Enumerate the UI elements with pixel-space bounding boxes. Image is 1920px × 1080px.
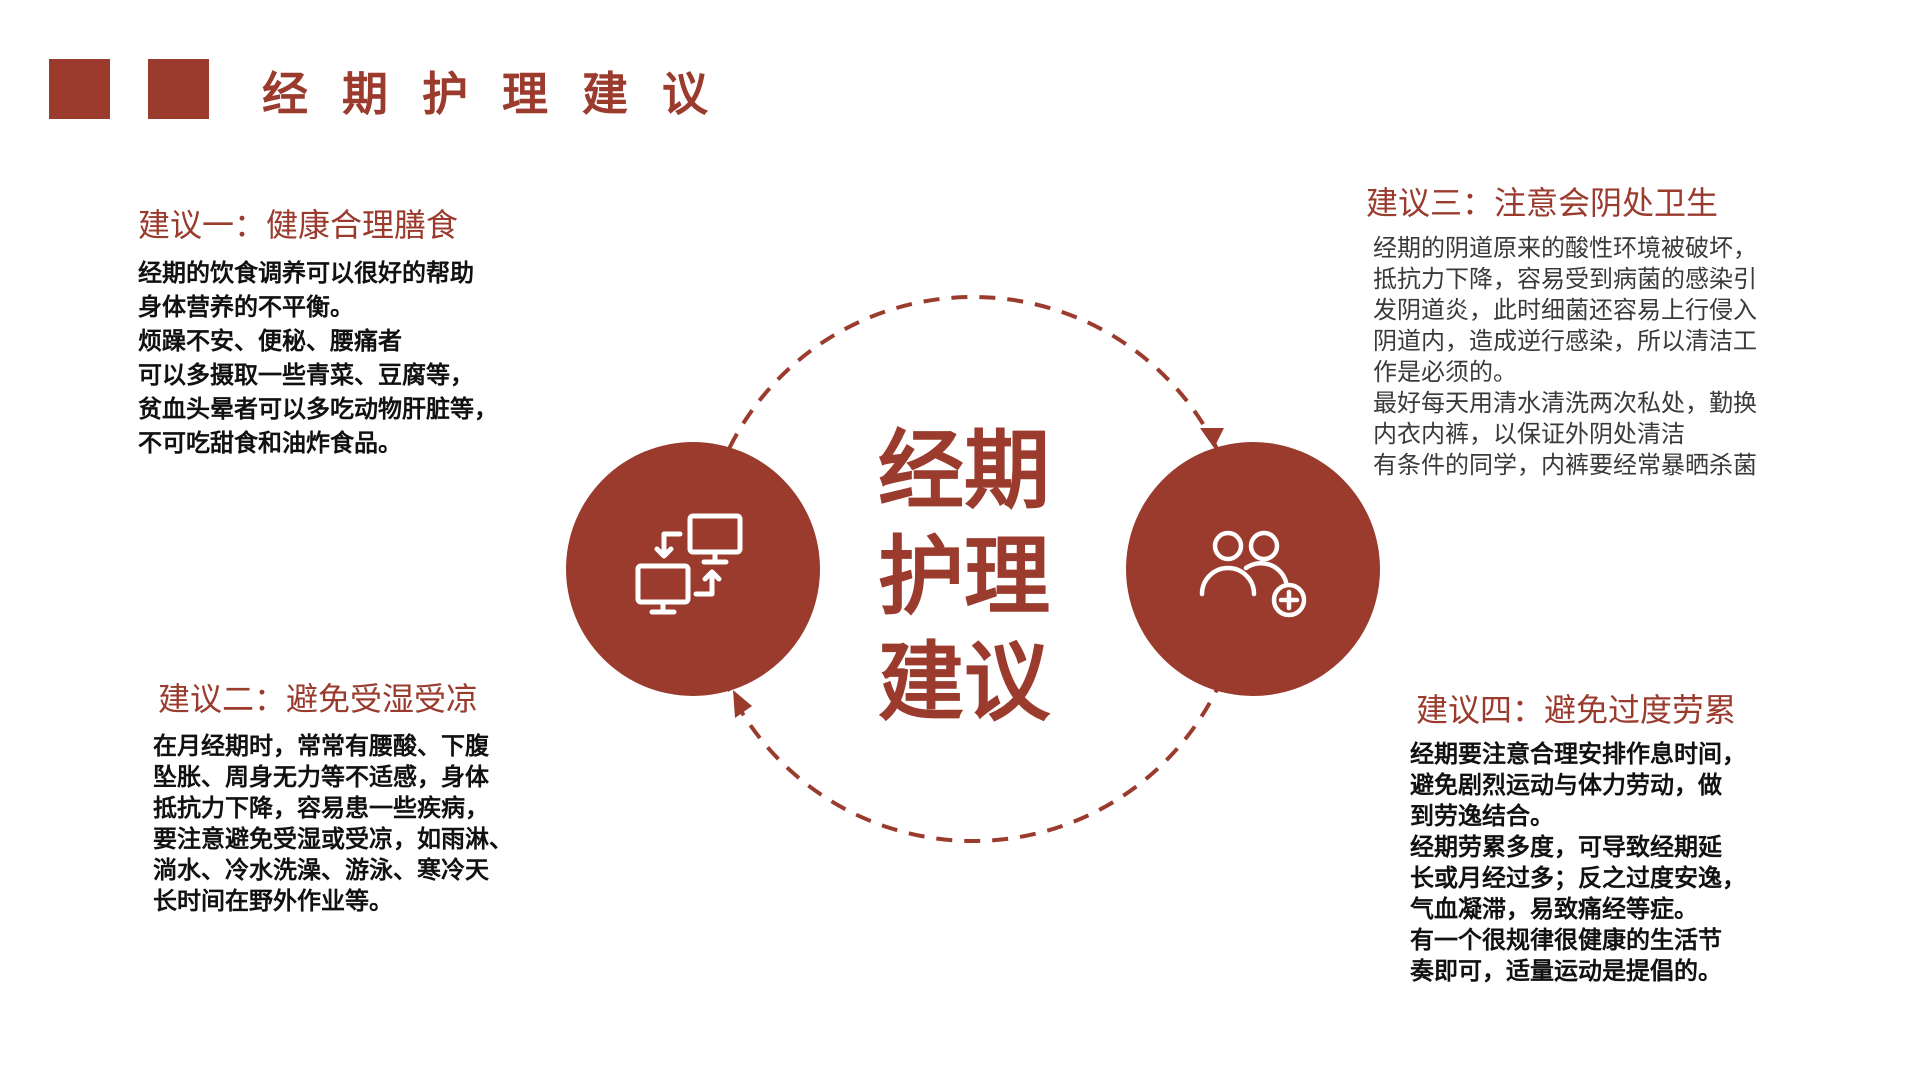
tip-1-heading: 建议一：健康合理膳食	[138, 206, 459, 244]
center-line-1: 经期	[878, 420, 1050, 521]
center-line-3: 建议	[878, 632, 1050, 733]
page-title: 经期护理建议	[262, 67, 742, 121]
tip-4-heading: 建议四：避免过度劳累	[1416, 691, 1737, 729]
header-square-2	[148, 59, 209, 119]
right-icon-circle	[1126, 442, 1380, 696]
tip-2-body: 在月经期时，常常有腰酸、下腹 坠胀、周身无力等不适感，身体 抵抗力下降，容易患一…	[153, 731, 513, 915]
left-icon-circle	[566, 442, 820, 696]
arrow-head-right-icon	[1200, 428, 1224, 448]
computers-exchange-icon	[635, 513, 743, 615]
arrow-head-left-icon	[733, 690, 752, 718]
tip-4-body: 经期要注意合理安排作息时间， 避免剧烈运动与体力劳动，做 到劳逸结合。 经期劳累…	[1410, 739, 1746, 985]
header-square-1	[49, 59, 110, 119]
center-title: 经期 护理 建议	[878, 418, 1050, 736]
users-add-icon	[1199, 530, 1307, 618]
tip-1-body: 经期的饮食调养可以很好的帮助 身体营养的不平衡。 烦躁不安、便秘、腰痛者 可以多…	[138, 258, 498, 457]
center-line-2: 护理	[878, 526, 1050, 627]
tip-3-body: 经期的阴道原来的酸性环境被破坏， 抵抗力下降，容易受到病菌的感染引 发阴道炎，此…	[1373, 234, 1757, 479]
tip-2-heading: 建议二：避免受湿受凉	[158, 680, 479, 718]
tip-3-heading: 建议三：注意会阴处卫生	[1366, 184, 1719, 222]
